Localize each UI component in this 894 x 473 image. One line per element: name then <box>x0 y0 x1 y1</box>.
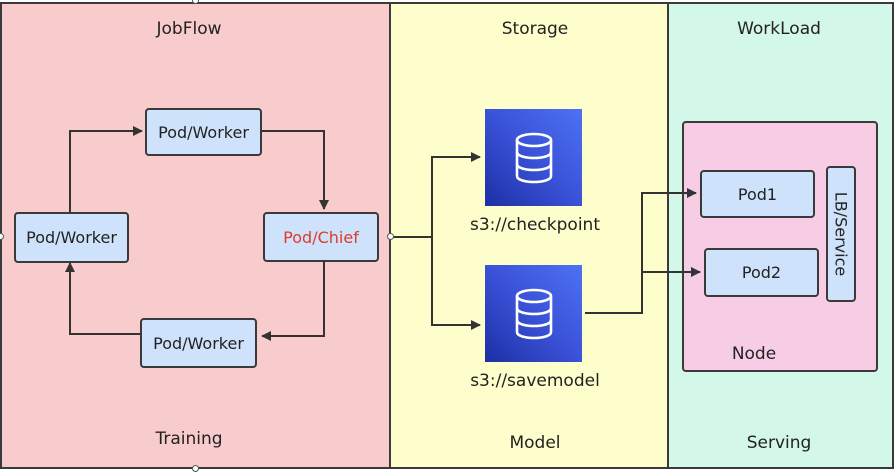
storage-footer: Model <box>509 433 561 453</box>
pod1-box: Pod1 <box>700 170 815 218</box>
jobflow-title: JobFlow <box>156 19 222 39</box>
connector-dot <box>0 233 4 240</box>
s3-checkpoint-icon <box>485 109 582 206</box>
connector-dot <box>387 233 394 240</box>
s3-savemodel-icon <box>485 265 582 362</box>
pod2-box: Pod2 <box>704 248 819 297</box>
edge-worker-left-to-worker-top <box>69 126 143 212</box>
edge-chief-to-savemodel <box>431 237 481 330</box>
lb-service-box: LB/Service <box>826 166 856 302</box>
database-icon <box>515 288 552 339</box>
edge-chief-to-checkpoint <box>391 152 481 238</box>
pod-chief: Pod/Chief <box>263 212 379 262</box>
workload-title: WorkLoad <box>737 19 821 39</box>
pod-worker-top: Pod/Worker <box>145 108 262 156</box>
edge-worker-bottom-to-worker-left <box>65 262 140 335</box>
pod-worker-left: Pod/Worker <box>14 212 129 263</box>
edge-worker-top-to-chief <box>262 130 329 210</box>
connector-dot <box>192 465 199 472</box>
pod-worker-bottom: Pod/Worker <box>140 318 257 368</box>
node-label: Node <box>731 344 777 364</box>
edge-chief-to-worker-bottom <box>261 262 325 341</box>
s3-checkpoint-label: s3://checkpoint <box>470 215 600 235</box>
edge-savemodel-to-pod1 <box>585 188 697 314</box>
s3-savemodel-label: s3://savemodel <box>470 371 600 391</box>
jobflow-footer: Training <box>155 429 223 449</box>
database-icon <box>515 132 552 183</box>
workload-footer: Serving <box>746 433 812 453</box>
connector-dot <box>192 0 199 4</box>
storage-title: Storage <box>501 19 569 39</box>
storage-panel <box>389 2 669 469</box>
